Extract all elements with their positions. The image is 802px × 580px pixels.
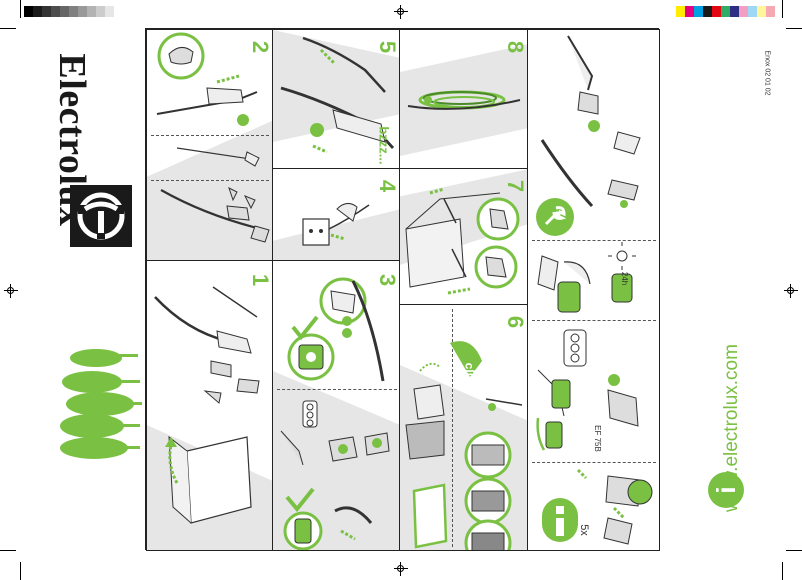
step-8-panel: 8 <box>399 29 528 169</box>
crop-mark <box>20 0 21 18</box>
click-label: click <box>462 362 477 390</box>
info-icon: i <box>708 472 744 508</box>
tree-icon <box>52 344 142 462</box>
step-7-panel: 7 <box>399 168 528 305</box>
wrench-icon <box>536 198 574 236</box>
check-icon <box>291 315 319 341</box>
crop-mark <box>782 0 783 18</box>
step-1-panel: 1 <box>146 260 273 551</box>
crop-mark <box>782 562 783 580</box>
step-5-illustration <box>280 36 395 154</box>
filter-model-label: EF 75B <box>592 425 602 452</box>
crop-mark <box>786 550 802 551</box>
document-code: Enox 02 01 02 <box>763 50 771 96</box>
instruction-sheet: 2 1 <box>145 28 660 551</box>
maintenance-illustration <box>536 35 653 545</box>
step-1-illustration <box>154 286 260 524</box>
registration-mark-right <box>784 284 798 298</box>
sun-icon <box>608 242 636 270</box>
step-7-illustration <box>405 187 520 295</box>
step-6-panel: 6 click <box>399 304 528 551</box>
step-6-illustration <box>405 341 523 550</box>
registration-mark-bottom <box>394 562 408 576</box>
color-calibration-bar <box>676 6 775 17</box>
grayscale-calibration-bar <box>24 6 114 17</box>
step-2-panel: 2 <box>146 29 273 261</box>
registration-mark-left <box>4 284 18 298</box>
step-3-illustration <box>280 277 390 550</box>
step-3-panel: 3 <box>272 260 400 551</box>
step-4-panel: 4 <box>272 168 400 261</box>
crop-mark <box>786 28 802 29</box>
repeat-count-label: 5x <box>577 524 590 536</box>
step-2-illustration <box>156 32 270 243</box>
step-5-panel: 5 bzzz... <box>272 29 400 169</box>
bzzz-label: bzzz... <box>376 126 392 165</box>
registration-mark-top <box>394 5 408 19</box>
maintenance-panel: 24h EF 75B 5x <box>527 29 660 551</box>
step-4-illustration <box>302 203 370 246</box>
crop-mark <box>0 550 16 551</box>
dry-time-label: 24h <box>620 271 630 286</box>
step-8-illustration <box>407 90 521 110</box>
electrolux-logo-icon <box>70 185 132 247</box>
crop-mark <box>20 562 21 580</box>
crop-mark <box>0 28 16 29</box>
